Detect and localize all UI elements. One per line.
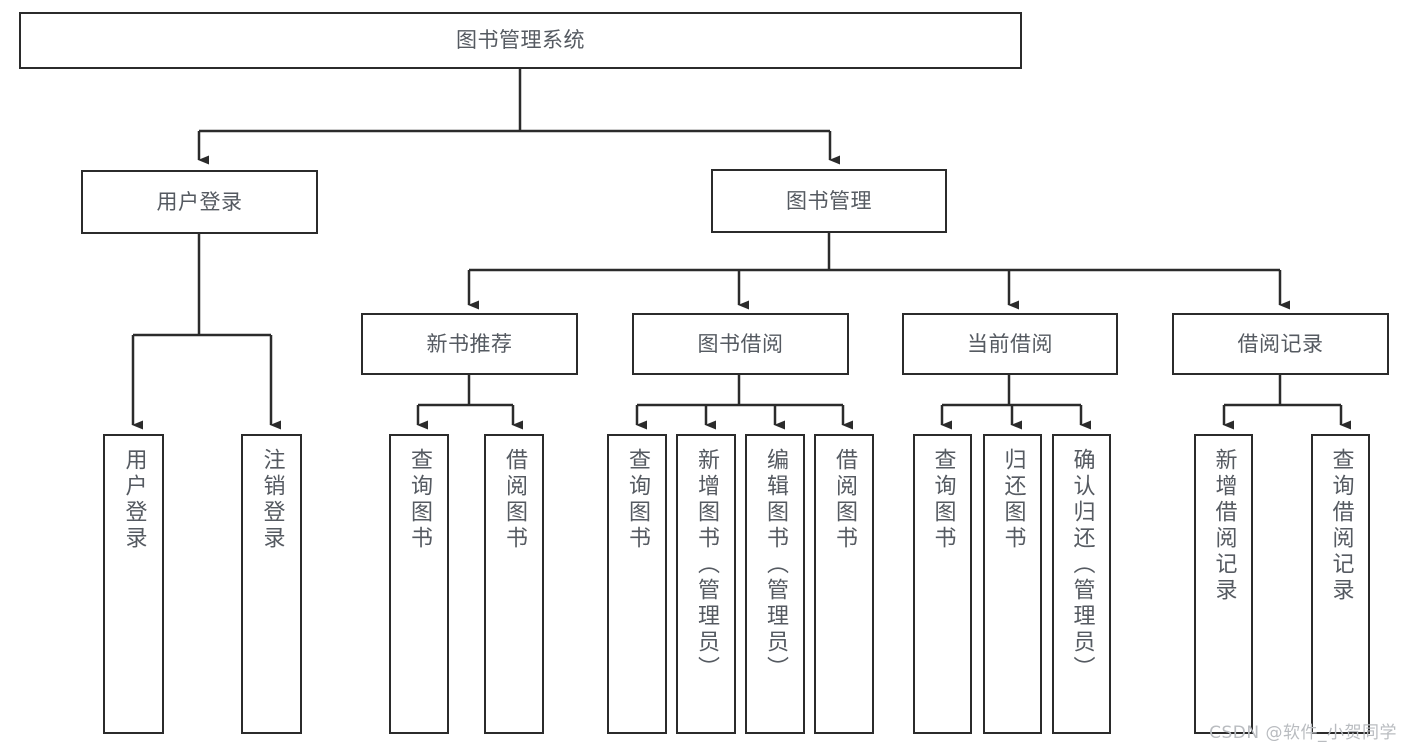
edge-new-book-to-leaves (416, 375, 523, 430)
node-label: 图书借阅 (697, 331, 784, 356)
node-new-book-recommend[interactable]: 新书推荐 (361, 313, 578, 375)
node-label: 图书管理系统 (456, 28, 585, 53)
node-label: 查询借阅记录 (1328, 448, 1354, 604)
leaf-return-book[interactable]: 归还图书 (983, 434, 1042, 734)
leaf-query-book-borrow[interactable]: 查询图书 (607, 434, 667, 734)
node-label: 注销登录 (259, 448, 285, 552)
node-label: 用户登录 (121, 448, 147, 552)
node-label: 借阅记录 (1237, 331, 1324, 356)
leaf-query-book-current[interactable]: 查询图书 (913, 434, 972, 734)
node-label: 查询图书 (930, 448, 956, 552)
node-root-system[interactable]: 图书管理系统 (19, 12, 1022, 69)
node-borrow-record[interactable]: 借阅记录 (1172, 313, 1389, 375)
leaf-query-book-recommend[interactable]: 查询图书 (389, 434, 449, 734)
node-book-manage[interactable]: 图书管理 (711, 169, 947, 233)
leaf-borrow-book-recommend[interactable]: 借阅图书 (484, 434, 544, 734)
leaf-confirm-return-admin[interactable]: 确认归还（管理员） (1052, 434, 1111, 734)
leaf-add-borrow-record[interactable]: 新增借阅记录 (1194, 434, 1253, 734)
node-label: 查询图书 (407, 448, 432, 552)
leaf-user-login[interactable]: 用户登录 (103, 434, 164, 734)
leaf-edit-book-admin[interactable]: 编辑图书（管理员） (745, 434, 805, 734)
node-current-borrow[interactable]: 当前借阅 (902, 313, 1118, 375)
node-label: 图书管理 (786, 188, 872, 213)
node-label: 编辑图书（管理员） (763, 448, 788, 682)
node-label: 新增借阅记录 (1211, 448, 1237, 604)
edge-current-borrow-to-leaves (940, 375, 1091, 430)
node-book-borrow[interactable]: 图书借阅 (632, 313, 849, 375)
node-label: 新书推荐 (426, 331, 513, 356)
edge-borrow-record-to-leaves (1222, 375, 1351, 430)
edge-book-borrow-to-leaves (635, 375, 853, 430)
node-label: 新增图书（管理员） (694, 448, 719, 682)
edge-user-login-to-leaves (131, 234, 281, 430)
node-label: 归还图书 (1000, 448, 1026, 552)
node-label: 确认归还（管理员） (1069, 448, 1095, 682)
leaf-query-borrow-record[interactable]: 查询借阅记录 (1311, 434, 1370, 734)
node-label: 借阅图书 (502, 448, 527, 552)
node-label: 用户登录 (156, 189, 243, 214)
leaf-add-book-admin[interactable]: 新增图书（管理员） (676, 434, 736, 734)
leaf-logout-login[interactable]: 注销登录 (241, 434, 302, 734)
node-label: 查询图书 (625, 448, 650, 552)
edge-root-to-level2 (197, 69, 840, 165)
node-user-login[interactable]: 用户登录 (81, 170, 318, 234)
edge-book-manage-to-level3 (467, 233, 1290, 310)
node-label: 当前借阅 (967, 331, 1053, 356)
node-label: 借阅图书 (832, 448, 857, 552)
leaf-borrow-book[interactable]: 借阅图书 (814, 434, 874, 734)
